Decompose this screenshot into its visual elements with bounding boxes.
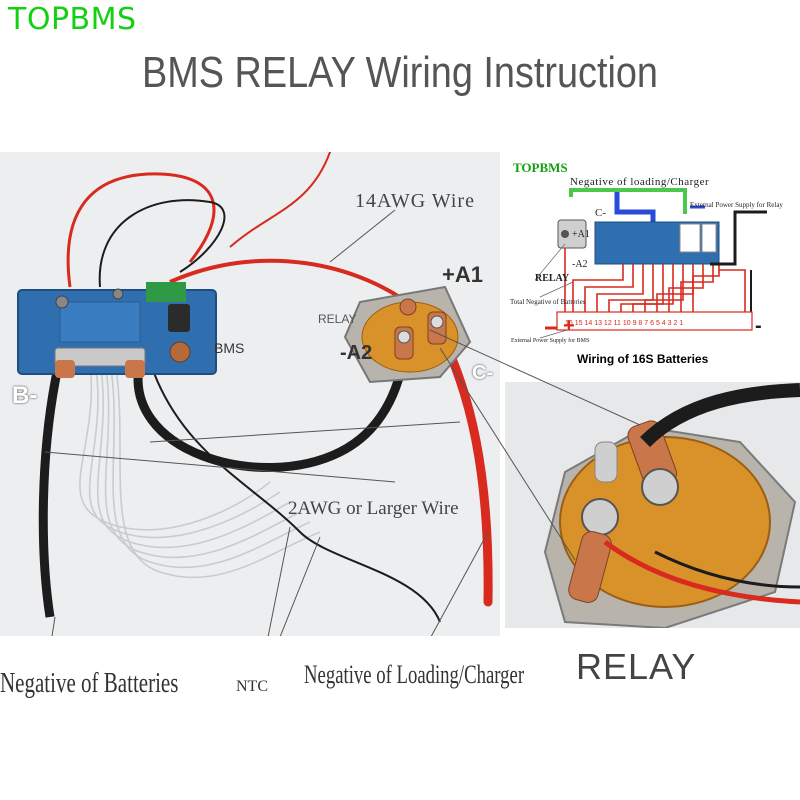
callout-negative-loading: Negative of Loading/Charger bbox=[304, 660, 525, 689]
c-minus-lug bbox=[125, 360, 145, 378]
wiring-photo bbox=[0, 152, 500, 636]
control-wire-red bbox=[66, 172, 216, 288]
callout-lines bbox=[44, 209, 489, 636]
closeup-cap bbox=[594, 441, 618, 483]
label-a2: -A2 bbox=[340, 342, 373, 364]
schematic-relay bbox=[557, 219, 587, 249]
closeup-lug-lower bbox=[568, 531, 612, 603]
label-relay-photo: RELAY bbox=[318, 312, 357, 326]
schematic-battery-wires bbox=[564, 248, 746, 320]
wire-negative-batteries bbox=[38, 366, 63, 618]
b-minus-lug bbox=[55, 360, 75, 378]
relay-closeup-photo bbox=[505, 382, 800, 628]
schematic-label-a2: -A2 bbox=[572, 259, 588, 270]
schematic-leader-lines bbox=[534, 243, 574, 339]
schematic-battery-cells bbox=[556, 311, 753, 331]
schematic-label-ext-power-bms: External Power Supply for BMS bbox=[511, 338, 590, 344]
wire-14awg bbox=[169, 258, 422, 314]
callout-negative-batteries: Negative of Batteries bbox=[0, 668, 179, 699]
closeup-label-relay: RELAY bbox=[576, 646, 697, 687]
bms-chip-area bbox=[59, 301, 141, 343]
schematic-inset: 16 15 14 13 12 11 10 9 8 7 6 5 4 3 2 1 +… bbox=[505, 152, 800, 372]
closeup-black-wire bbox=[654, 550, 800, 589]
schematic-label-relay: RELAY bbox=[535, 273, 570, 284]
schematic-wire-green bbox=[569, 188, 687, 214]
callout-2awg-wire: 2AWG or Larger Wire bbox=[288, 498, 459, 519]
closeup-red-wire bbox=[603, 539, 800, 605]
bms-busbar bbox=[54, 347, 146, 367]
closeup-thick-black-wire bbox=[640, 383, 800, 448]
wire-2awg-black-relay bbox=[133, 346, 410, 473]
page-title: BMS RELAY Wiring Instruction bbox=[142, 48, 658, 97]
schematic-minus: - bbox=[755, 315, 762, 337]
label-c-minus: C- bbox=[472, 362, 494, 384]
schematic-label-total-negative: Total Negative of Batteries bbox=[510, 298, 586, 306]
schematic-label-a1: +A1 bbox=[572, 229, 590, 240]
svg-text:16 15 14 13 12 11 10 9 8 7 6 5: 16 15 14 13 12 11 10 9 8 7 6 5 4 3 2 1 bbox=[565, 320, 683, 327]
brand-logo-text: TOPBMS bbox=[8, 2, 137, 37]
balance-wire-bundle bbox=[79, 361, 321, 579]
control-wire-black bbox=[98, 199, 226, 288]
label-a1: +A1 bbox=[442, 262, 483, 287]
schematic-label-neg-loading: Negative of loading/Charger bbox=[570, 176, 710, 188]
ntc-wire bbox=[149, 361, 441, 623]
label-bms: BMS bbox=[214, 340, 245, 356]
callout-14awg-wire: 14AWG Wire bbox=[355, 190, 475, 212]
bms-capacitor bbox=[168, 304, 190, 332]
schematic-label-ext-power-relay: External Power Supply for Relay bbox=[690, 201, 783, 209]
schematic-label-c-minus: C- bbox=[595, 207, 606, 219]
schematic-brand: TOPBMS bbox=[513, 160, 568, 175]
bms-screw bbox=[55, 295, 69, 309]
control-wire-red-top bbox=[229, 152, 331, 248]
schematic-caption: Wiring of 16S Batteries bbox=[577, 352, 709, 366]
bms-inductor bbox=[169, 341, 191, 363]
schematic-plus: + bbox=[563, 315, 575, 337]
schematic-black-wire bbox=[710, 210, 767, 266]
label-b-minus: B- bbox=[12, 382, 38, 409]
callout-ntc: NTC bbox=[236, 678, 268, 695]
closeup-nut-right bbox=[641, 468, 679, 506]
relay-a1-post bbox=[399, 298, 417, 316]
bms-terminal-block bbox=[146, 282, 186, 302]
